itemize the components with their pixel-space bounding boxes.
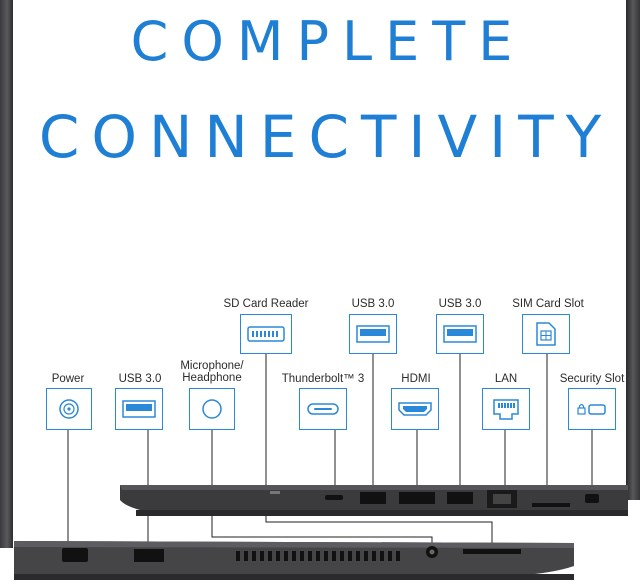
port-box-security-slot <box>568 388 616 430</box>
sim-card-icon <box>536 322 556 346</box>
port-label-thunderbolt-3: Thunderbolt™ 3 <box>281 373 365 385</box>
usb-icon <box>122 400 156 418</box>
port-label-hdmi: HDMI <box>401 373 431 385</box>
usb-c-icon <box>307 403 339 415</box>
port-label-usb-3-top-2: USB 3.0 <box>438 298 482 310</box>
rear-laptop <box>120 485 628 516</box>
port-box-power <box>46 388 92 430</box>
port-box-thunderbolt-3 <box>299 388 347 430</box>
audio-jack-icon <box>202 399 222 419</box>
front-laptop <box>14 541 574 580</box>
port-label-microphone-headphone: Microphone/ Headphone <box>180 360 244 384</box>
port-label-security-slot: Security Slot <box>559 373 625 385</box>
port-box-microphone-headphone <box>189 388 235 430</box>
hdmi-icon <box>398 402 432 416</box>
port-label-power: Power <box>51 373 85 385</box>
port-label-usb-3-left: USB 3.0 <box>118 373 162 385</box>
headline-line-2: CONNECTIVITY <box>38 103 614 171</box>
port-box-usb-3-top-1 <box>349 314 397 354</box>
port-box-usb-3-left <box>115 388 163 430</box>
port-box-sd-card-reader <box>240 314 292 354</box>
port-box-hdmi <box>391 388 439 430</box>
headline-line-1: COMPLETE <box>130 10 526 73</box>
port-label-usb-3-top-1: USB 3.0 <box>351 298 395 310</box>
lock-slot-icon <box>577 403 606 415</box>
port-label-sim-card-slot: SIM Card Slot <box>512 298 584 310</box>
port-box-lan <box>482 388 530 430</box>
connector-lines <box>67 354 593 552</box>
usb-icon <box>443 325 477 343</box>
port-box-sim-card-slot <box>522 314 570 354</box>
port-label-sd-card-reader: SD Card Reader <box>223 298 309 310</box>
power-jack-icon <box>59 399 79 419</box>
ethernet-icon <box>493 399 519 420</box>
laptop-screen-edge-left <box>0 0 13 548</box>
port-box-usb-3-top-2 <box>436 314 484 354</box>
usb-icon <box>356 325 390 343</box>
sd-card-icon <box>247 326 285 342</box>
laptop-screen-edge-right <box>626 0 640 500</box>
port-label-lan: LAN <box>494 373 518 385</box>
